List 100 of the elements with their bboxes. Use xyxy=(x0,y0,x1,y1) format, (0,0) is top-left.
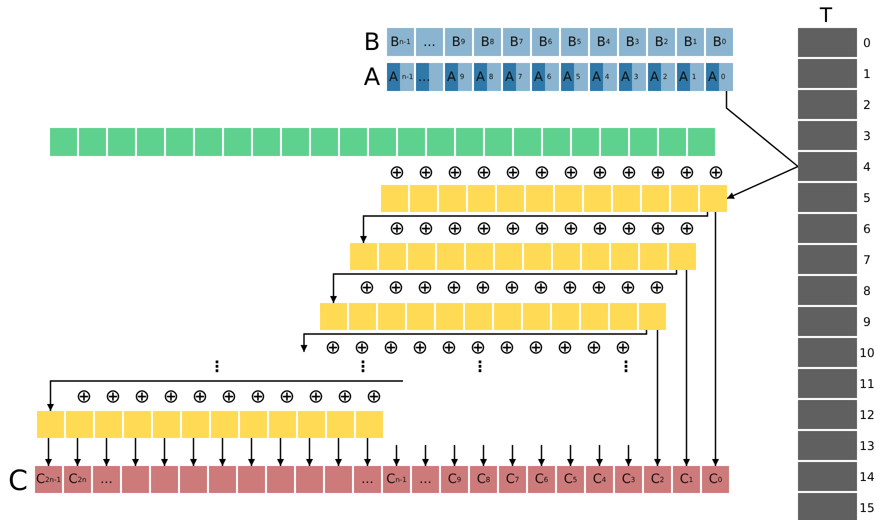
partial-sum-cell xyxy=(495,243,522,270)
xor-symbol: ⊕ xyxy=(383,338,399,358)
result-cell: ... xyxy=(93,466,120,493)
arrow xyxy=(335,438,342,466)
partial-sum-cell xyxy=(410,185,437,212)
memory-cell xyxy=(798,90,857,119)
xor-symbol: ⊕ xyxy=(592,164,608,182)
partial-sum-cell xyxy=(671,185,698,212)
xor-symbol: ⊕ xyxy=(418,220,434,238)
arrow xyxy=(509,445,516,466)
xor-symbol: ⊕ xyxy=(621,220,637,238)
register-cell xyxy=(195,128,222,156)
xor-symbol: ⊕ xyxy=(679,220,695,238)
memory-cell xyxy=(798,431,857,460)
row-index: 4 xyxy=(863,160,871,172)
arrow xyxy=(712,212,719,466)
row-index: 0 xyxy=(863,36,871,48)
row-index: 13 xyxy=(859,440,875,452)
partial-sum-cell xyxy=(553,243,580,270)
arrow xyxy=(277,438,284,466)
partial-sum-cell xyxy=(381,185,408,212)
xor-symbol: ⊕ xyxy=(412,338,428,358)
partial-sum-cell xyxy=(611,243,638,270)
arrow xyxy=(654,330,661,466)
xor-symbol: ⊕ xyxy=(366,388,382,406)
register-cell xyxy=(224,128,251,156)
arrow xyxy=(306,438,313,466)
xor-symbol: ⊕ xyxy=(279,388,295,406)
arrow xyxy=(45,438,52,466)
memory-cell xyxy=(798,59,857,88)
partial-sum-cell xyxy=(700,185,727,212)
xor-symbol: ⊕ xyxy=(562,278,578,298)
arrow xyxy=(248,438,255,466)
register-cell xyxy=(514,128,541,156)
row-index: 8 xyxy=(863,284,871,296)
register-cell xyxy=(166,128,193,156)
partial-sum-cell xyxy=(437,243,464,270)
partial-sum-cell xyxy=(408,243,435,270)
arrow xyxy=(625,445,632,466)
row-index: 15 xyxy=(859,502,875,514)
xor-symbol: ⊕ xyxy=(389,220,405,238)
arrow xyxy=(393,445,400,466)
xor-symbol: ⊕ xyxy=(563,220,579,238)
xor-symbol: ⊕ xyxy=(470,338,486,358)
arrow xyxy=(74,438,81,466)
register-cell xyxy=(311,128,338,156)
xor-symbol: ⊕ xyxy=(505,164,521,182)
row-index: 6 xyxy=(863,222,871,234)
xor-symbol: ⊕ xyxy=(417,278,433,298)
xor-symbol: ⊕ xyxy=(586,338,602,358)
register-cell xyxy=(79,128,106,156)
partial-sum-cell xyxy=(497,185,524,212)
partial-sum-cell xyxy=(124,411,151,438)
memory-cell xyxy=(798,245,857,274)
result-cell xyxy=(325,466,352,493)
partial-sum-cell xyxy=(182,411,209,438)
row-index: 2 xyxy=(863,98,871,110)
register-cell xyxy=(253,128,280,156)
xor-symbol: ⊕ xyxy=(534,164,550,182)
arrow xyxy=(132,438,139,466)
partial-sum-cell xyxy=(66,411,93,438)
arrow xyxy=(47,380,403,411)
partial-sum-cell xyxy=(37,411,64,438)
memory-cell xyxy=(798,307,857,336)
register-cell xyxy=(137,128,164,156)
partial-sum-cell xyxy=(524,243,551,270)
result-cell xyxy=(151,466,178,493)
arrow xyxy=(103,438,110,466)
partial-sum-cell xyxy=(584,185,611,212)
partial-sum-cell xyxy=(582,243,609,270)
xor-symbol: ⊕ xyxy=(418,164,434,182)
xor-symbol: ⊕ xyxy=(389,164,405,182)
partial-sum-cell xyxy=(669,243,696,270)
row-name: B xyxy=(364,30,380,54)
partial-sum-cell xyxy=(436,303,463,330)
xor-symbol: ⊕ xyxy=(476,220,492,238)
xor-symbol: ⊕ xyxy=(534,220,550,238)
partial-sum-cell xyxy=(468,185,495,212)
xor-symbol: ⊕ xyxy=(388,278,404,298)
memory-cell xyxy=(798,462,857,491)
partial-sum-cell xyxy=(439,185,466,212)
xor-symbol: ⊕ xyxy=(325,338,341,358)
bit-cell: ... xyxy=(416,28,443,56)
partial-sum-cell xyxy=(211,411,238,438)
register-cell xyxy=(369,128,396,156)
xor-symbol: ⊕ xyxy=(446,278,462,298)
result-cell xyxy=(122,466,149,493)
xor-symbol: ⊕ xyxy=(105,388,121,406)
partial-sum-cell xyxy=(494,303,521,330)
row-index: 10 xyxy=(859,346,875,358)
partial-sum-cell xyxy=(613,185,640,212)
register-cell xyxy=(601,128,628,156)
xor-symbol: ⊕ xyxy=(447,164,463,182)
memory-cell xyxy=(798,183,857,212)
xor-symbol: ⊕ xyxy=(250,388,266,406)
partial-sum-cell xyxy=(465,303,492,330)
xor-symbol: ⊕ xyxy=(563,164,579,182)
register-cell xyxy=(688,128,715,156)
memory-cell xyxy=(798,400,857,429)
register-cell xyxy=(108,128,135,156)
